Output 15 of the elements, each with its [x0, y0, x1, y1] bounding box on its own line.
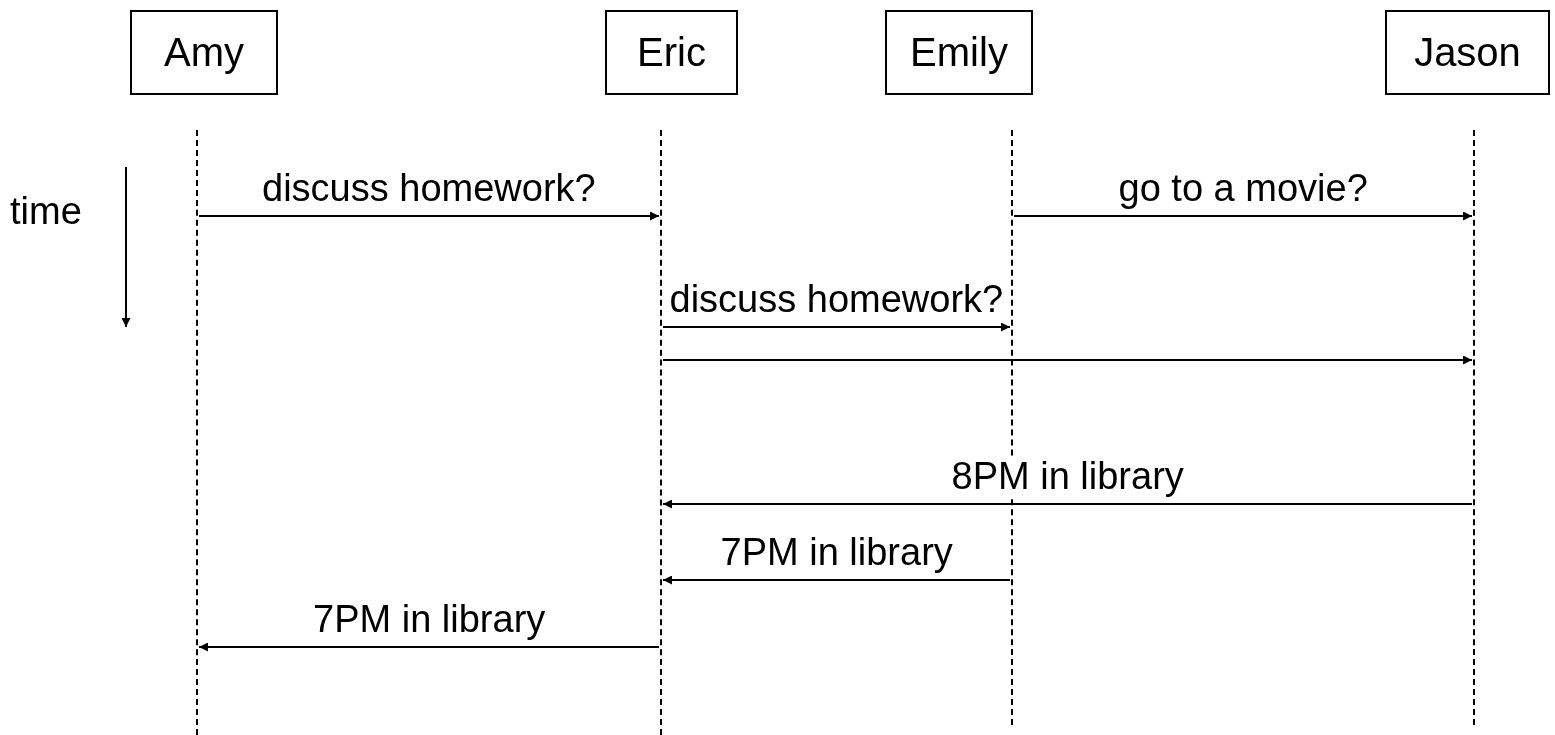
- participant-box: Emily: [885, 10, 1033, 95]
- message-arrow: [198, 642, 660, 652]
- lifeline: [660, 130, 662, 735]
- lifeline: [1473, 130, 1475, 725]
- participant-box: Eric: [605, 10, 738, 95]
- axis-label: time: [10, 190, 82, 233]
- message-arrow: [1013, 211, 1473, 221]
- message-arrow: [662, 322, 1011, 332]
- message-arrow: [662, 575, 1011, 585]
- message-arrow: [662, 499, 1473, 509]
- lifeline: [196, 130, 198, 735]
- message-arrow: [662, 355, 1473, 365]
- message-arrow: [198, 211, 660, 221]
- participant-box: Jason: [1385, 10, 1550, 95]
- participant-box: Amy: [130, 10, 278, 95]
